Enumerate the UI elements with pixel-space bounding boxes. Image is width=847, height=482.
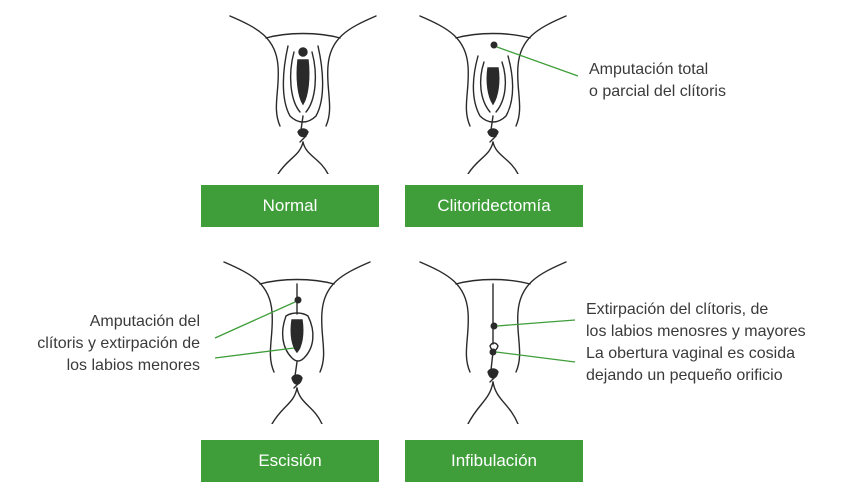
note-line: Amputación del — [37, 311, 200, 333]
leader-line-clitoridectomia — [497, 47, 578, 76]
marker-dot-clitoris-clitoridectomia — [491, 42, 498, 49]
note-infibulacion-top: Extirpación del clítoris, de los labios … — [586, 299, 806, 343]
leader-line-infibulacion-bottom — [496, 352, 575, 362]
note-line: o parcial del clítoris — [589, 81, 726, 103]
note-escision: Amputación del clítoris y extirpación de… — [37, 311, 200, 377]
leader-line-escision-labia — [215, 348, 294, 358]
marker-dot-opening-infibulacion — [490, 349, 497, 356]
marker-dot-labia-escision — [294, 344, 301, 351]
note-line: Amputación total — [589, 59, 726, 81]
marker-dot-clitoris-infibulacion — [491, 323, 498, 330]
marker-dot-clitoris-escision — [295, 297, 302, 304]
note-line: Extirpación del clítoris, de — [586, 299, 806, 321]
note-line: La obertura vaginal es cosida — [586, 343, 795, 365]
note-infibulacion-bottom: La obertura vaginal es cosida dejando un… — [586, 343, 795, 387]
leader-line-escision-clitoris — [215, 302, 295, 338]
leader-line-infibulacion-top — [497, 320, 575, 326]
note-line: los labios menores — [37, 355, 200, 377]
note-line: dejando un pequeño orificio — [586, 365, 795, 387]
note-line: los labios menosres y mayores — [586, 321, 806, 343]
note-line: clítoris y extirpación de — [37, 333, 200, 355]
note-clitoridectomia: Amputación total o parcial del clítoris — [589, 59, 726, 103]
